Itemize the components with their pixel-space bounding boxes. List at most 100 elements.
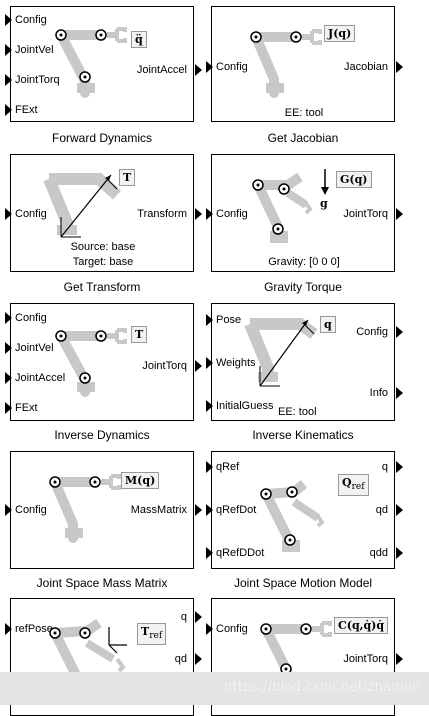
equation-box: T (131, 326, 148, 343)
input-arrow-icon (206, 314, 213, 326)
output-port-qd: qd (375, 504, 388, 516)
output-arrow-icon (195, 504, 202, 516)
input-arrow-icon (5, 104, 12, 116)
output-arrow-icon (396, 387, 403, 399)
input-port-jointtorq: JointTorq (15, 74, 60, 86)
mass-matrix-block[interactable]: Config MassMatrix M(q) (5, 451, 202, 569)
gravity-torque-block[interactable]: Config JointTorq G(q) g Gravity: [0 0 0] (206, 154, 403, 272)
input-port-fext: FExt (15, 402, 38, 414)
equation-box: q̈ (131, 31, 147, 48)
input-port-config: Config (15, 14, 47, 26)
output-arrow-icon (195, 208, 202, 220)
equation-main: T (141, 625, 150, 638)
output-port-q: q (381, 461, 388, 473)
get-jacobian-block[interactable]: Config Jacobian J(q) EE: tool (206, 6, 403, 122)
input-port-config: Config (216, 208, 248, 220)
equation-box: J(q) (324, 25, 356, 42)
block-caption: Inverse Dynamics (54, 428, 150, 442)
end-effector-note: EE: tool (284, 107, 324, 119)
input-arrow-icon (5, 504, 12, 516)
equation-box: M(q) (121, 472, 160, 489)
block-caption: Get Jacobian (267, 131, 339, 145)
input-arrow-icon (206, 61, 213, 73)
output-arrow-icon (195, 64, 202, 76)
input-arrow-icon (5, 44, 12, 56)
output-port-jointtorq: JointTorq (343, 653, 388, 665)
equation-subscript: ref (351, 482, 365, 493)
output-arrow-icon (396, 547, 403, 559)
block-caption: Joint Space Motion Model (233, 576, 373, 590)
robot-arm-icon (250, 29, 322, 98)
gravity-note: Gravity: [0 0 0] (268, 256, 340, 268)
footer-bar (0, 672, 429, 705)
robot-arm-icon (49, 474, 121, 543)
input-arrow-icon (5, 208, 12, 220)
robot-arm-icon (260, 621, 332, 676)
equation-box: T (119, 169, 136, 186)
input-arrow-icon (206, 504, 213, 516)
output-arrow-icon (396, 461, 403, 473)
output-port-transform: Transform (137, 208, 187, 220)
block-caption: Inverse Kinematics (252, 428, 354, 442)
input-port-config: Config (15, 208, 47, 220)
output-port-info: Info (369, 387, 388, 399)
equation-box: G(q) (336, 171, 372, 188)
input-arrow-icon (206, 208, 213, 220)
output-port-qd: qd (174, 653, 187, 665)
equation-subscript: ref (149, 631, 163, 642)
output-arrow-icon (396, 504, 403, 516)
get-transform-block[interactable]: Config Transform T Source: base Target: … (5, 154, 202, 272)
input-port-pose: Pose (216, 314, 242, 326)
input-arrow-icon (5, 74, 12, 86)
equation-main: Q (342, 476, 352, 489)
output-arrow-icon (195, 360, 202, 372)
output-port-jacobian: Jacobian (343, 61, 388, 73)
input-port-refpose: refPose (15, 623, 53, 635)
robot-arm-frame-icon (49, 618, 127, 680)
equation-box: q (320, 316, 336, 333)
output-arrow-icon (195, 611, 202, 623)
input-port-qref: qRef (216, 461, 240, 473)
block-caption: Joint Space Mass Matrix (36, 576, 168, 590)
equation-box: C(q,q̇)q̇ (334, 617, 389, 634)
block-caption: Gravity Torque (264, 280, 342, 294)
output-arrow-icon (396, 208, 403, 220)
input-port-jointaccel: JointAccel (15, 372, 66, 384)
input-arrow-icon (5, 342, 12, 354)
watermark-url: https://blog.csdn.net/zhaitjun (224, 680, 421, 695)
output-port-qdd: qdd (369, 547, 388, 559)
input-port-config: Config (216, 61, 248, 73)
gravity-symbol: g (320, 197, 328, 210)
input-port-qrefddot: qRefDDot (216, 547, 265, 559)
input-arrow-icon (206, 400, 213, 412)
end-effector-note: EE: tool (278, 406, 317, 418)
motion-model-block[interactable]: qRef qRefDot qRefDDot q qd qdd Qref (206, 451, 403, 569)
equation-box: Tref (137, 623, 167, 646)
output-port-jointtorq: JointTorq (142, 360, 187, 372)
output-port-config: Config (356, 326, 388, 338)
source-note: Source: base (70, 241, 136, 253)
output-arrow-icon (396, 653, 403, 665)
forward-dynamics-block[interactable]: Config JointVel JointTorq FExt JointAcce… (5, 6, 202, 122)
input-arrow-icon (5, 312, 12, 324)
block-caption: Forward Dynamics (51, 131, 153, 145)
input-port-config: Config (15, 504, 47, 516)
input-port-jointvel: JointVel (15, 44, 54, 56)
input-port-weights: Weights (216, 357, 256, 369)
input-arrow-icon (5, 623, 12, 635)
robot-arm-icon (252, 172, 313, 243)
gravity-arrow-icon (321, 169, 329, 195)
output-arrow-icon (195, 653, 202, 665)
input-arrow-icon (5, 14, 12, 26)
input-port-config: Config (15, 312, 47, 324)
input-arrow-icon (206, 357, 213, 369)
inverse-dynamics-block[interactable]: Config JointVel JointAccel FExt JointTor… (5, 303, 202, 421)
input-port-qrefdot: qRefDot (216, 504, 257, 516)
inverse-kinematics-block[interactable]: Pose Weights InitialGuess Config Info q … (206, 303, 403, 421)
output-port-jointtorq: JointTorq (343, 208, 388, 220)
input-port-config: Config (216, 623, 248, 635)
output-arrow-icon (396, 61, 403, 73)
output-port-jointaccel: JointAccel (136, 64, 187, 76)
robot-arm-icon (55, 328, 127, 397)
equation-box: Qref (338, 474, 369, 497)
